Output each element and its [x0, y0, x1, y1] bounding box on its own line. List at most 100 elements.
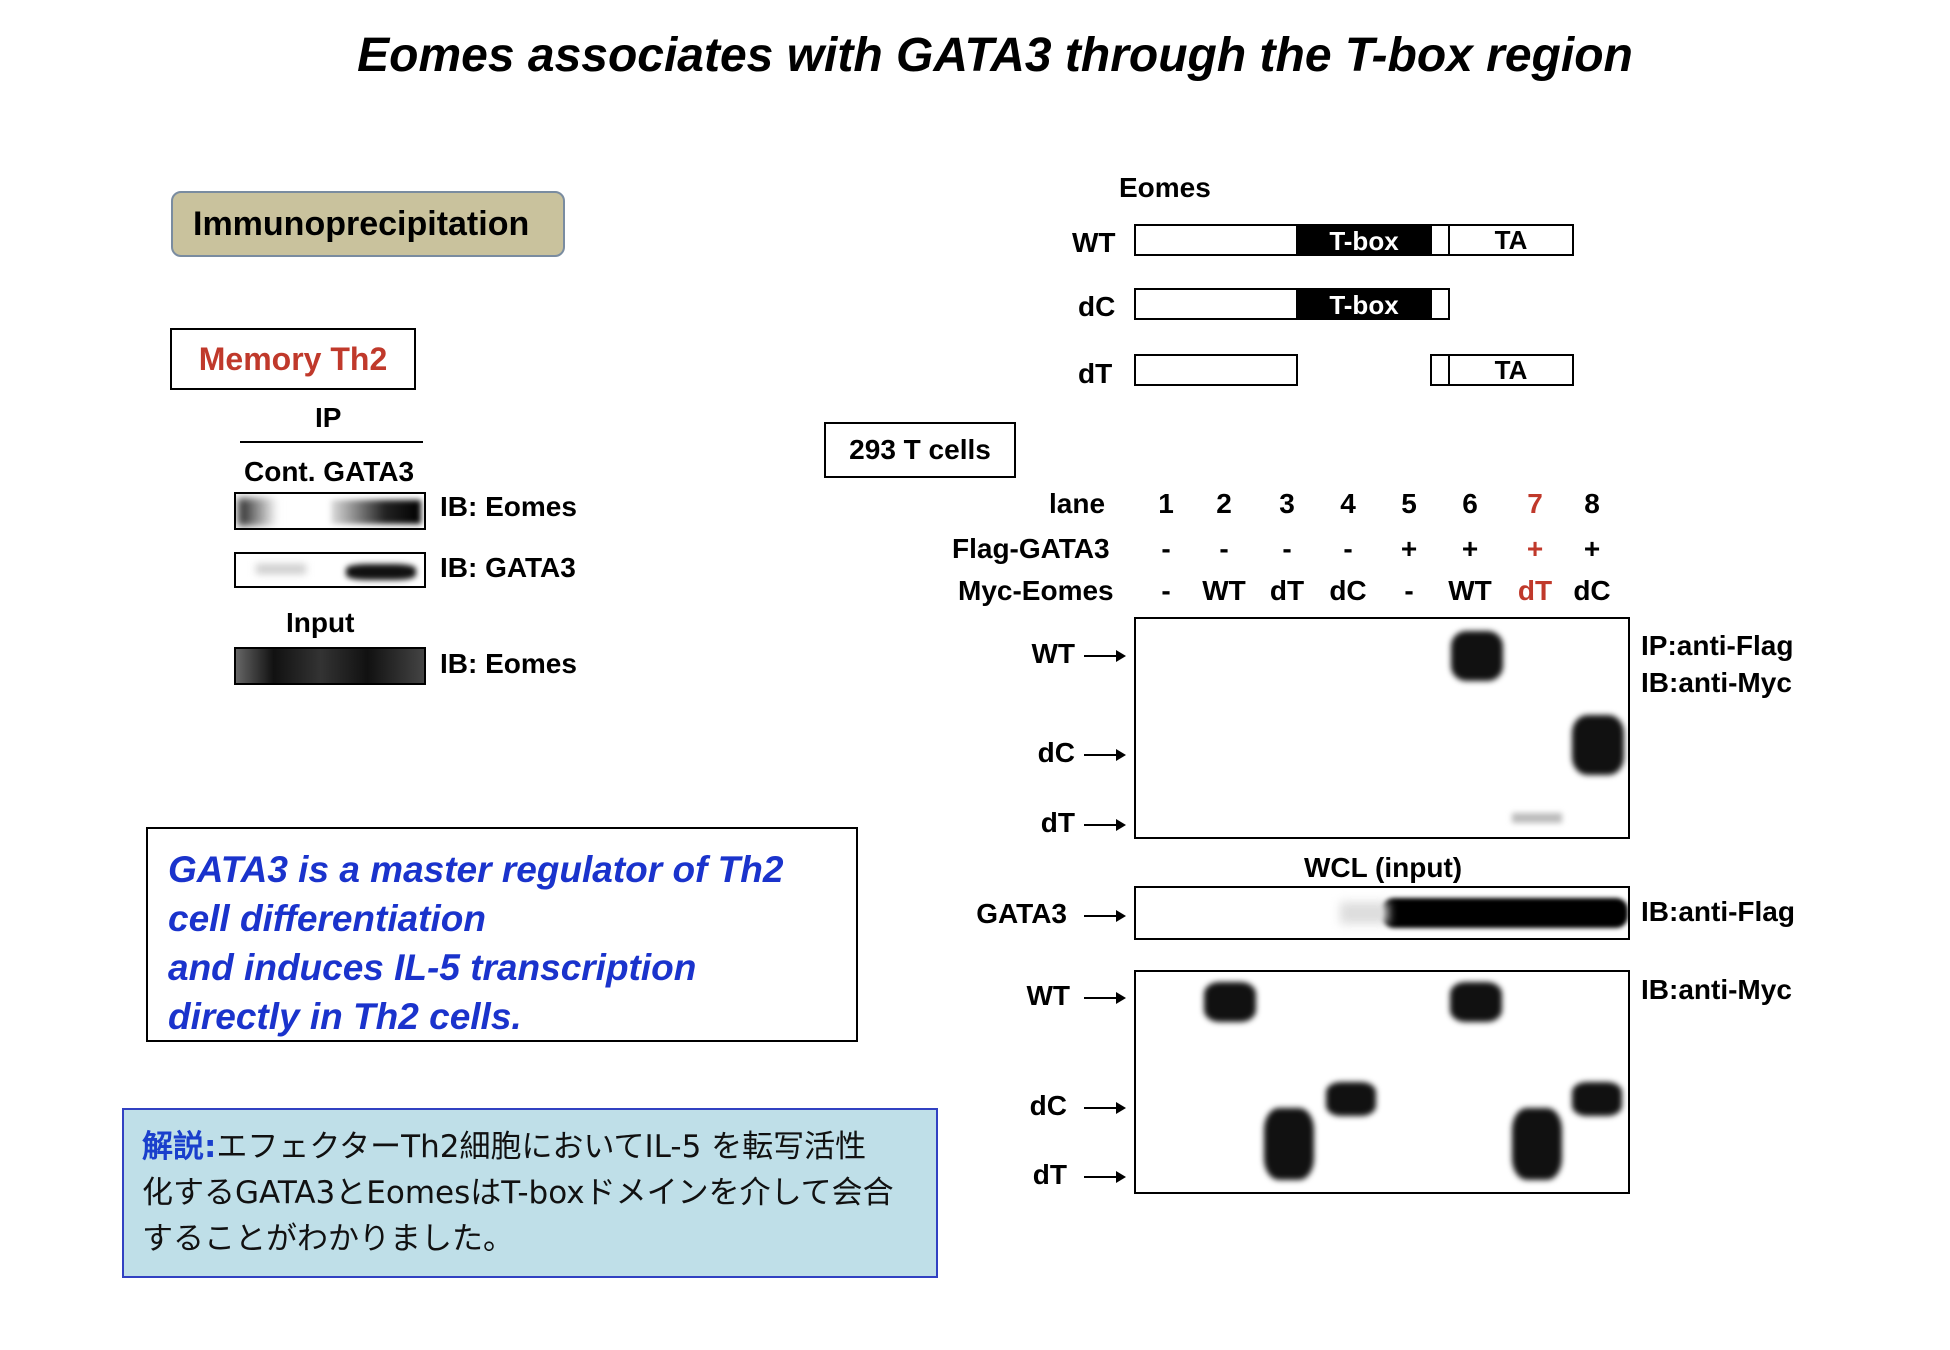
band-gata3-eomes — [331, 500, 421, 524]
wt-nterm-domain — [1134, 224, 1298, 256]
ib-eomes-input-label: IB: Eomes — [440, 648, 577, 679]
ip-marker-dt-arrow-line — [1084, 824, 1118, 826]
explanation-line-2: 化するGATA3とEomesはT-boxドメインを介して会合 — [142, 1175, 894, 1211]
wcl-input-label: WCL (input) — [1304, 852, 1463, 883]
flag-gata3-label: Flag-GATA3 — [952, 533, 1110, 564]
explanation-head: 解説: — [142, 1129, 217, 1165]
dc-nterm-domain — [1134, 288, 1298, 320]
band-gata3-lane4-faint — [1340, 902, 1388, 924]
ip-marker-dt-arrow-icon — [1116, 819, 1126, 831]
summary-line-3: and induces IL-5 transcription — [168, 947, 697, 988]
band-lane8-dc-input — [1572, 1082, 1622, 1116]
ib-anti-myc-label-1: IB:anti-Myc — [1641, 667, 1792, 698]
band-lane6-wt — [1451, 631, 1503, 681]
ip-anti-flag-label: IP:anti-Flag — [1641, 630, 1794, 661]
band-lane2-wt — [1204, 982, 1256, 1022]
myc-marker-wt-arrow-line — [1084, 997, 1118, 999]
lane-myc-1: - — [1161, 575, 1171, 606]
ib-anti-myc-label-2: IB:anti-Myc — [1641, 974, 1792, 1005]
band-lane3-dt — [1264, 1108, 1314, 1180]
band-lane4-dc — [1326, 1082, 1376, 1116]
lane-numbers-5: 5 — [1401, 488, 1417, 519]
myc-marker-dt-arrow-line — [1084, 1176, 1118, 1178]
lane-myc-8: dC — [1573, 575, 1611, 606]
lane-flag-2: - — [1219, 533, 1229, 564]
lane-numbers-8: 8 — [1584, 488, 1600, 519]
blot-ip-gata3 — [234, 552, 426, 588]
ip-underline — [240, 441, 423, 443]
band-gata3-lanes5-8 — [1382, 898, 1628, 928]
lane-flag-4: - — [1343, 533, 1353, 564]
lane-numbers-6: 6 — [1462, 488, 1478, 519]
myc-marker-wt-arrow-icon — [1116, 992, 1126, 1004]
band-lane7-dt-faint — [1512, 813, 1562, 823]
band-cont-smear — [238, 498, 278, 526]
blot-ip-eomes — [234, 492, 426, 530]
wcl-marker-gata3-arrow-line — [1084, 915, 1118, 917]
band-input — [236, 649, 424, 683]
lane-flag-1: - — [1161, 533, 1171, 564]
construct-row-dt: dT — [1078, 358, 1113, 389]
lane-flag-5: + — [1400, 533, 1418, 564]
ip-label: IP — [315, 402, 342, 433]
summary-line-2: cell differentiation — [168, 898, 486, 939]
myc-marker-dc-label: dC — [1029, 1090, 1067, 1121]
dt-ta-domain: TA — [1448, 354, 1574, 386]
band-lane7-dt — [1512, 1108, 1562, 1180]
construct-row-wt: WT — [1072, 227, 1116, 258]
dc-tbox-domain: T-box — [1296, 288, 1432, 320]
myc-eomes-label: Myc-Eomes — [958, 575, 1114, 606]
explanation-box: 解説:エフェクターTh2細胞においてIL-5 を転写活性 化するGATA3とEo… — [122, 1108, 938, 1278]
lane-numbers-4: 4 — [1340, 488, 1356, 519]
myc-marker-dc-arrow-icon — [1116, 1102, 1126, 1114]
myc-marker-dc-arrow-line — [1084, 1107, 1118, 1109]
wcl-marker-gata3-arrow-icon — [1116, 910, 1126, 922]
ip-marker-dc-arrow-icon — [1116, 749, 1126, 761]
lane-flag-3: - — [1282, 533, 1292, 564]
lane-label: lane — [1049, 488, 1106, 519]
explanation-line-3: することがわかりました。 — [142, 1221, 514, 1257]
wt-tbox-domain: T-box — [1296, 224, 1432, 256]
ip-columns-label: Cont. GATA3 — [244, 456, 415, 487]
band-cont-faint — [256, 564, 306, 574]
lane-myc-5: - — [1404, 575, 1414, 606]
dt-linker-domain — [1430, 354, 1450, 386]
lane-myc-6: WT — [1448, 575, 1492, 606]
dt-nterm-domain — [1134, 354, 1298, 386]
myc-marker-dt-label: dT — [1032, 1159, 1067, 1190]
wt-linker-domain — [1430, 224, 1450, 256]
ip-marker-wt-arrow-line — [1084, 655, 1118, 657]
memory-th2-label: Memory Th2 — [170, 328, 416, 390]
band-lane6-wt-input — [1450, 982, 1502, 1022]
lane-myc-7: dT — [1517, 575, 1553, 606]
blot-wcl-myc — [1134, 970, 1630, 1194]
cells-label: 293 T cells — [824, 422, 1016, 478]
band-lane8-dc — [1572, 715, 1624, 775]
ib-eomes-label: IB: Eomes — [440, 491, 577, 522]
blot-wcl-gata3 — [1134, 886, 1630, 940]
construct-title: Eomes — [1119, 172, 1211, 203]
summary-box: GATA3 is a master regulator of Th2 cell … — [146, 827, 858, 1042]
lane-numbers-2: 2 — [1216, 488, 1232, 519]
ip-marker-dc-label: dC — [1037, 737, 1075, 768]
myc-marker-dt-arrow-icon — [1116, 1171, 1126, 1183]
page-title: Eomes associates with GATA3 through the … — [357, 29, 1633, 82]
band-gata3 — [346, 564, 416, 580]
summary-line-1: GATA3 is a master regulator of Th2 — [168, 849, 784, 890]
ib-anti-flag-label: IB:anti-Flag — [1641, 896, 1795, 927]
blot-ip-anti-flag — [1134, 617, 1630, 839]
lane-numbers-3: 3 — [1279, 488, 1295, 519]
ip-marker-wt-arrow-icon — [1116, 650, 1126, 662]
lane-flag-7: + — [1526, 533, 1544, 564]
input-label: Input — [286, 607, 355, 638]
immunoprecipitation-header: Immunoprecipitation — [171, 191, 565, 257]
dc-linker-domain — [1430, 288, 1450, 320]
lane-numbers-1: 1 — [1158, 488, 1174, 519]
construct-row-dc: dC — [1078, 291, 1116, 322]
summary-line-4: directly in Th2 cells. — [168, 996, 522, 1037]
lane-numbers-7: 7 — [1527, 488, 1543, 519]
explanation-line-1: エフェクターTh2細胞においてIL-5 を転写活性 — [216, 1129, 867, 1165]
blot-input-eomes — [234, 647, 426, 685]
ip-marker-dc-arrow-line — [1084, 754, 1118, 756]
ip-marker-wt-label: WT — [1031, 638, 1075, 669]
